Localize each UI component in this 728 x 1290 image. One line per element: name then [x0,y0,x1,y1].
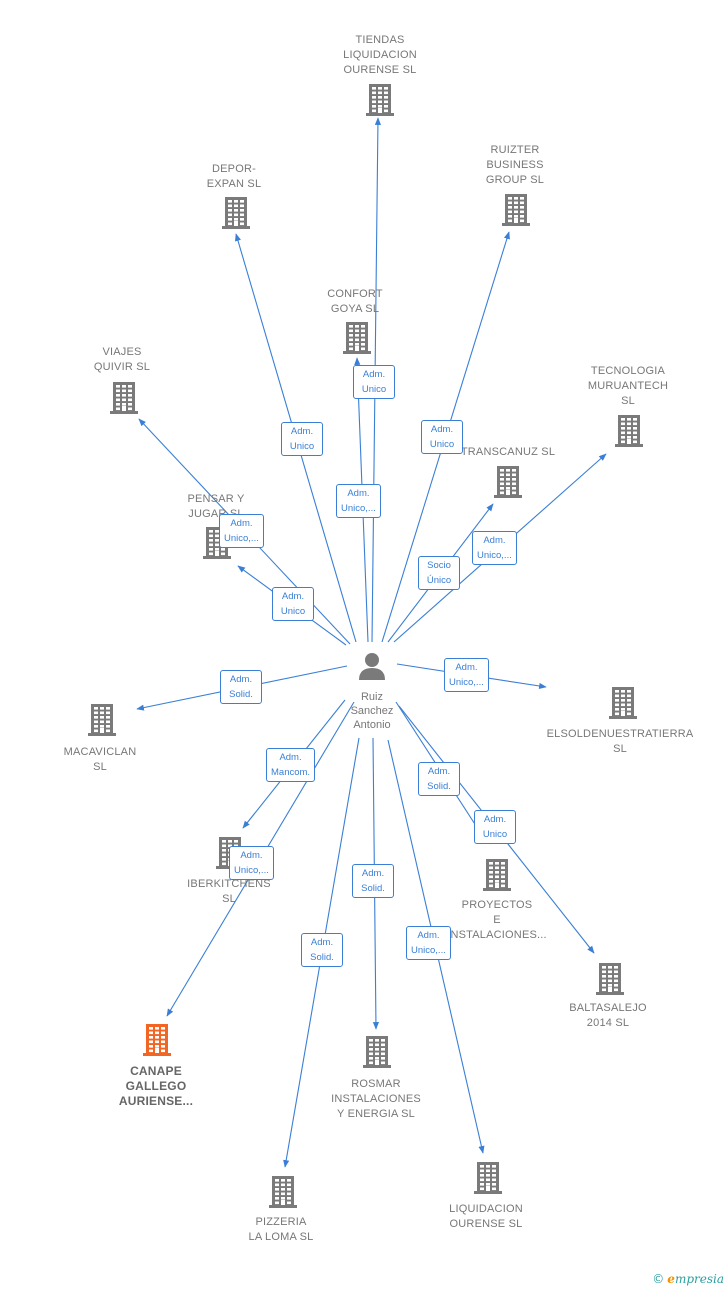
company-label-macaviclan[interactable]: MACAVICLAN SL [63,746,137,773]
building-icon-pizzeria[interactable] [269,1176,297,1208]
company-label-ruizter[interactable]: RUIZTER BUSINESS GROUP SL [485,144,545,186]
role-tag-tiendas[interactable]: Adm. Unico [353,365,395,399]
company-label-canape[interactable]: CANAPE GALLEGO AURIENSE... [118,1064,194,1108]
building-icon-canape[interactable] [143,1024,171,1056]
building-icon-rosmar[interactable] [363,1036,391,1068]
role-tag-proyectos[interactable]: Adm. Solid. [418,762,460,796]
role-tag-pizzeria[interactable]: Adm. Solid. [301,933,343,967]
person-icon[interactable] [359,653,385,680]
company-label-depor[interactable]: DEPOR- EXPAN SL [206,163,262,190]
copyright-symbol: © [652,1272,665,1286]
brand-logo: ©empresia [652,1272,724,1286]
role-tag-transcanuz[interactable]: Socio Único [418,556,460,590]
building-icon-baltasalejo[interactable] [596,963,624,995]
building-icon-tiendas[interactable] [366,84,394,116]
building-icon-transcanuz[interactable] [494,466,522,498]
role-tag-confort[interactable]: Adm. Unico,... [336,484,381,518]
building-icon-macaviclan[interactable] [88,704,116,736]
building-icon-ruizter[interactable] [502,194,530,226]
building-icon-tecnologia[interactable] [615,415,643,447]
company-label-rosmar[interactable]: ROSMAR INSTALACIONES Y ENERGIA SL [331,1078,421,1120]
role-tag-ruizter[interactable]: Adm. Unico [421,420,463,454]
center-person-label[interactable]: Ruiz Sanchez Antonio [350,691,394,731]
building-icon-viajes[interactable] [110,382,138,414]
building-icon-proyectos[interactable] [483,859,511,891]
role-tag-canape[interactable]: Adm. Unico,... [229,846,274,880]
building-icon-confort[interactable] [343,322,371,354]
building-icon-liquidacion[interactable] [474,1162,502,1194]
company-label-transcanuz[interactable]: TRANSCANUZ SL [460,446,556,458]
role-tag-macaviclan[interactable]: Adm. Solid. [220,670,262,704]
company-label-proyectos[interactable]: PROYECTOS E INSTALACIONES... [447,899,547,941]
role-tag-rosmar[interactable]: Adm. Solid. [352,864,394,898]
company-label-pizzeria[interactable]: PIZZERIA LA LOMA SL [248,1216,314,1243]
company-label-elsolde[interactable]: ELSOLDENUESTRATIERRA SL [546,728,694,755]
role-tag-viajes[interactable]: Adm. Unico,... [219,514,264,548]
brand-initial: e [667,1272,675,1286]
role-tag-elsolde[interactable]: Adm. Unico,... [444,658,489,692]
role-tag-liquidacion[interactable]: Adm. Unico,... [406,926,451,960]
company-label-baltasalejo[interactable]: BALTASALEJO 2014 SL [569,1002,647,1029]
role-tag-iberkitchens[interactable]: Adm. Mancom. [266,748,316,782]
company-label-confort[interactable]: CONFORT GOYA SL [327,288,383,315]
company-label-viajes[interactable]: VIAJES QUIVIR SL [93,346,151,373]
building-icon-depor[interactable] [222,197,250,229]
company-label-tiendas[interactable]: TIENDAS LIQUIDACION OURENSE SL [343,34,417,76]
company-label-iberkitchens[interactable]: IBERKITCHENS SL [187,878,271,905]
role-tag-depor[interactable]: Adm. Unico [281,422,323,456]
building-icon-elsolde[interactable] [609,687,637,719]
company-label-tecnologia[interactable]: TECNOLOGIA MURUANTECH SL [587,365,669,407]
company-label-liquidacion[interactable]: LIQUIDACION OURENSE SL [449,1203,523,1230]
role-tag-baltasalejo[interactable]: Adm. Unico [474,810,516,844]
role-tag-tecnologia[interactable]: Adm. Unico,... [472,531,517,565]
role-tag-pensar[interactable]: Adm. Unico [272,587,314,621]
brand-name: mpresia [674,1272,724,1286]
